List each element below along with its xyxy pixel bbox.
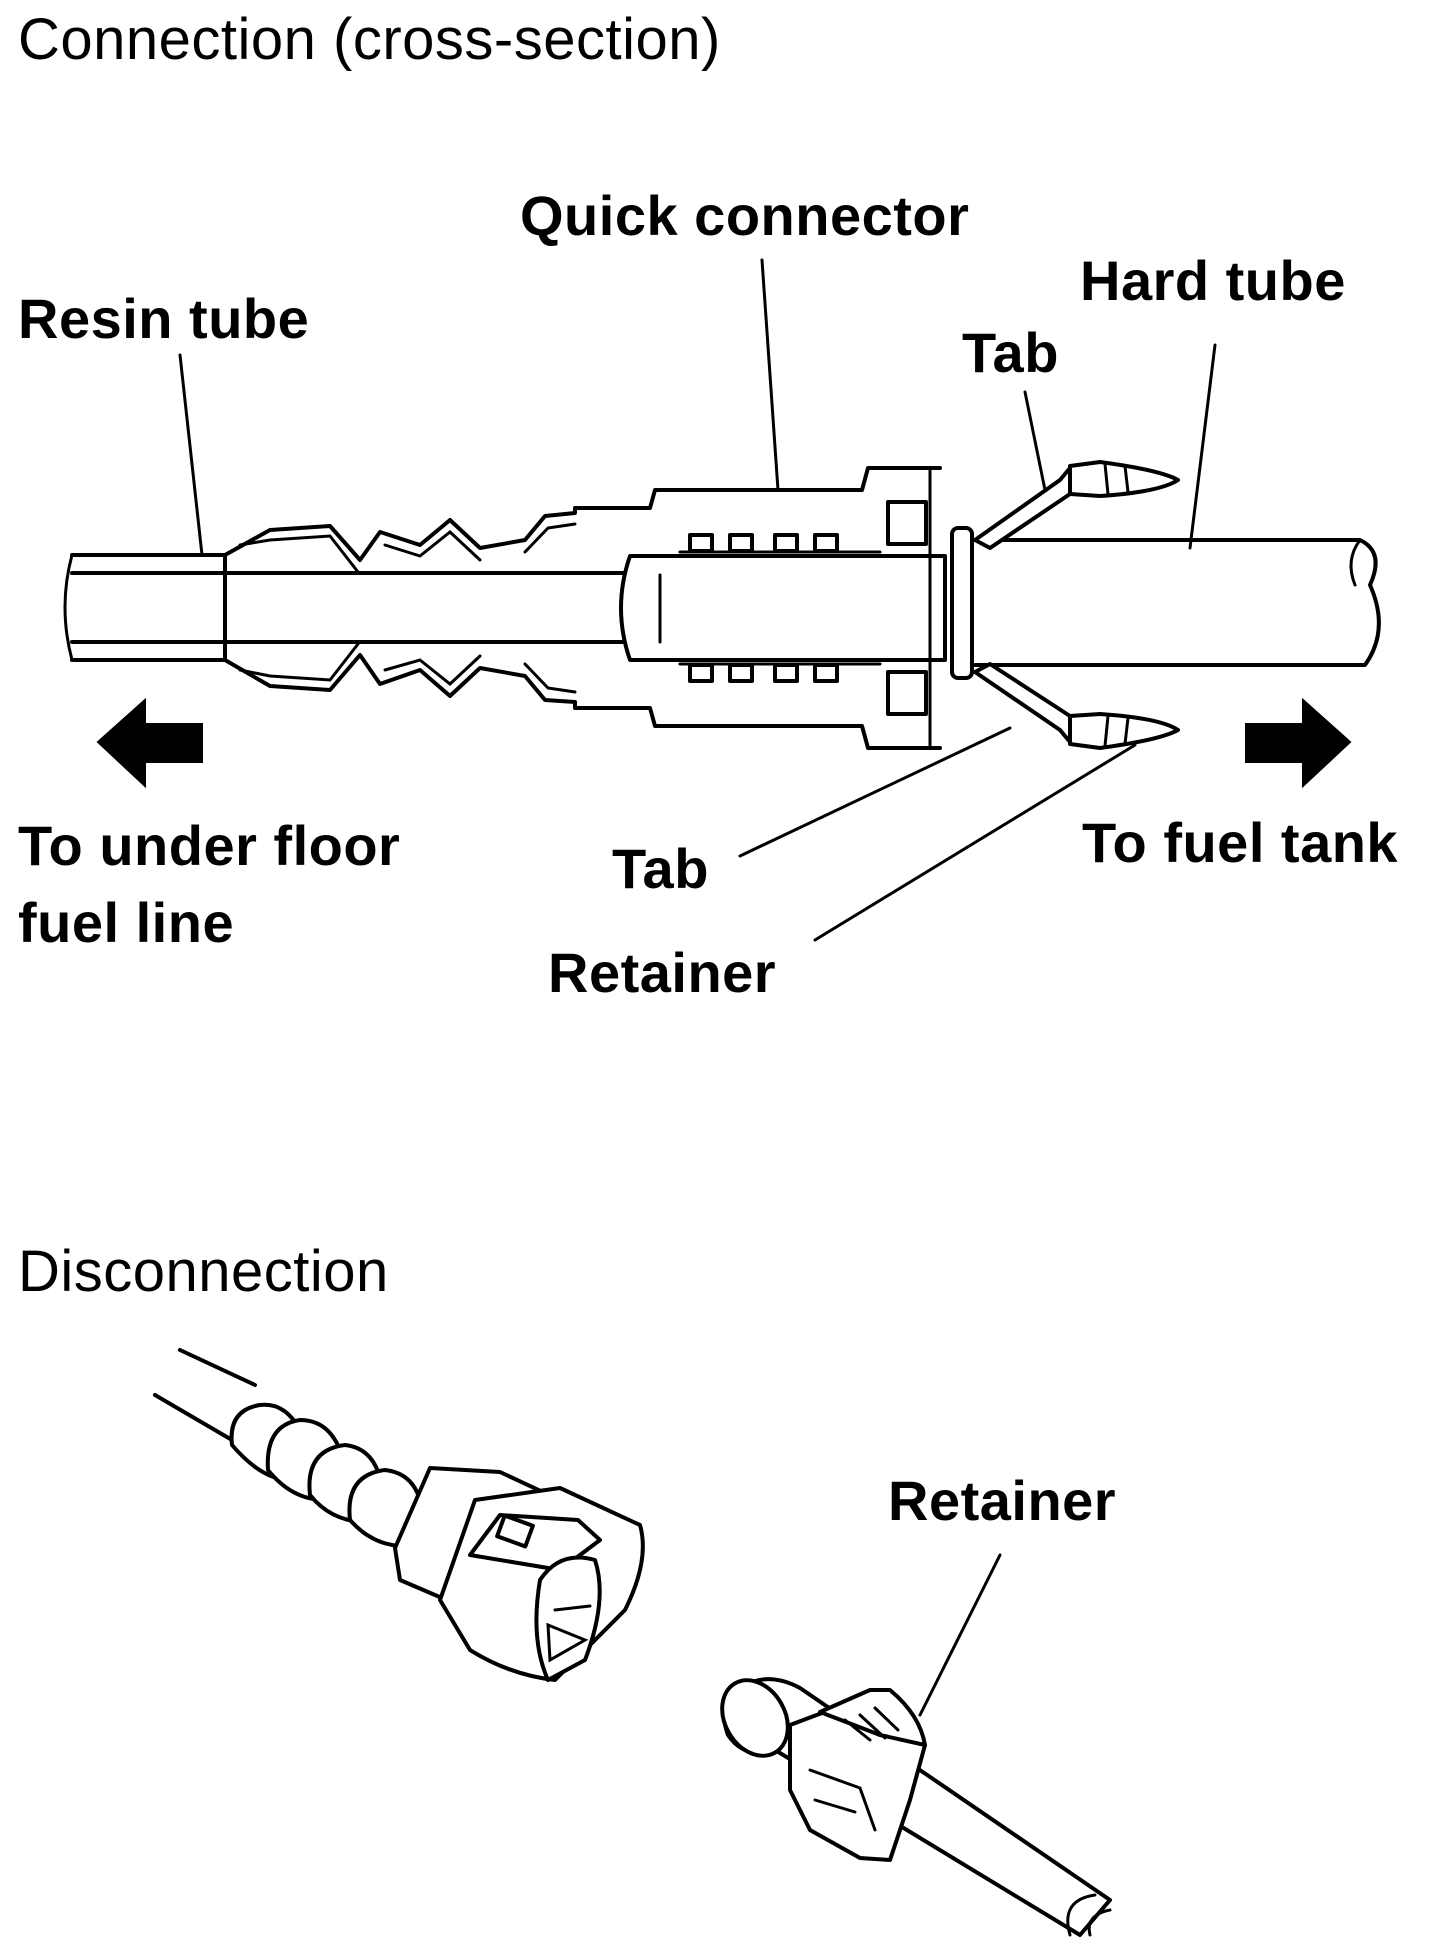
connector-ribs-top <box>238 522 577 574</box>
retainer-notch-bottom-2 <box>1123 716 1130 746</box>
retainer-label-top: Retainer <box>548 941 777 1004</box>
seal-top-1 <box>688 533 714 553</box>
retainer-tip-bottom <box>1068 712 1180 750</box>
retainer-tip-top <box>1068 460 1180 498</box>
retainer-label-bottom: Retainer <box>888 1469 1117 1532</box>
opening-slot <box>553 1604 592 1612</box>
hard-tube-bead <box>950 526 974 680</box>
connector-opening <box>534 1555 602 1682</box>
tube-break <box>1066 1893 1112 1937</box>
seal-bottom-1 <box>688 663 714 683</box>
leader-tab-top <box>1023 390 1047 492</box>
connection-title: Connection (cross-section) <box>18 7 721 72</box>
retainer-clip-hatch <box>843 1706 900 1742</box>
hard-tube-outline <box>958 538 1381 667</box>
to-under-floor-label-line1: To under floor <box>18 814 401 877</box>
disconnection-drawing <box>153 1348 1112 1937</box>
hard-tube-spigot <box>619 554 947 662</box>
seal-bottom-4 <box>813 663 839 683</box>
collar-top <box>886 500 928 546</box>
tube-line-upper <box>178 1348 257 1387</box>
tab-label-bottom: Tab <box>612 837 709 900</box>
connector-ribs-bottom <box>238 642 577 694</box>
tab-label-top: Tab <box>962 321 1059 384</box>
opening-key <box>546 1622 589 1663</box>
leader-tab-bottom <box>738 726 1012 858</box>
collar-bottom <box>886 670 928 716</box>
leader-resin-tube <box>178 353 204 557</box>
seal-top-2 <box>728 533 754 553</box>
to-fuel-tank-label: To fuel tank <box>1082 811 1399 874</box>
retainer-clip-detail <box>808 1768 877 1832</box>
hard-tube-end <box>720 1678 790 1758</box>
resin-tube-outline <box>70 553 227 662</box>
quick-connector-label: Quick connector <box>520 184 970 247</box>
to-under-floor-label-line2: fuel line <box>18 891 235 954</box>
leader-quick-connector <box>760 258 780 492</box>
disconnection-title: Disconnection <box>18 1239 389 1304</box>
leader-retainer-top <box>813 743 1137 942</box>
cross-section-drawing <box>63 460 1381 750</box>
connector-window <box>495 1513 535 1549</box>
arrow-right-icon <box>1245 697 1352 789</box>
tube-line-lower <box>153 1393 234 1442</box>
seal-bottom-2 <box>728 663 754 683</box>
arrow-left-icon <box>96 697 203 789</box>
resin-tube-label: Resin tube <box>18 287 310 350</box>
seal-top-4 <box>813 533 839 553</box>
leader-hard-tube <box>1188 343 1217 550</box>
hard-tube-end <box>1349 538 1362 587</box>
retainer-notch-bottom-1 <box>1103 714 1110 748</box>
resin-tube-end <box>63 553 74 662</box>
seal-bottom-3 <box>773 663 799 683</box>
connector-shell-bottom <box>223 653 942 750</box>
seal-top-3 <box>773 533 799 553</box>
retainer-notch-top-1 <box>1103 462 1110 496</box>
leader-retainer-bottom <box>918 1553 1002 1717</box>
retainer-notch-top-2 <box>1123 464 1130 494</box>
hard-tube-label: Hard tube <box>1080 249 1346 312</box>
connector-shell-top <box>223 466 942 562</box>
